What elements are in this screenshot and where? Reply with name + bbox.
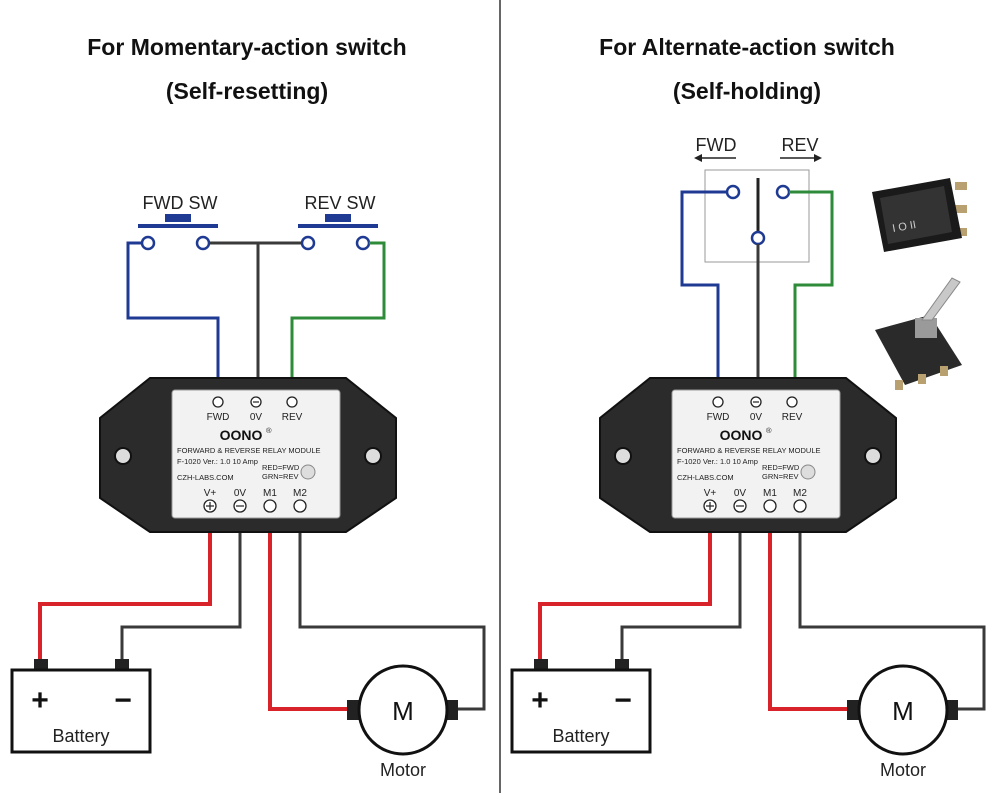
module-description: FORWARD & REVERSE RELAY MODULE <box>677 446 821 455</box>
fwd-switch-label: FWD SW <box>143 193 218 213</box>
battery: + − Battery <box>510 659 652 754</box>
rev-switch-label: REV SW <box>304 193 375 213</box>
fwd-wire <box>680 190 727 385</box>
led-legend: RED=FWD <box>262 463 300 472</box>
mount-hole <box>114 447 132 465</box>
terminal-m2 <box>793 499 807 513</box>
rev-wire <box>290 241 386 385</box>
panel-title-line2: (Self-resetting) <box>166 78 328 104</box>
motor: M Motor <box>347 664 458 780</box>
toggle-switch-icon <box>875 277 962 390</box>
motor-m1-wire <box>768 525 850 711</box>
fwd-direction-label: FWD <box>696 135 737 155</box>
terminal-label: FWD <box>207 412 230 423</box>
rev-pushbutton-icon <box>298 214 378 251</box>
label-plate <box>171 389 341 519</box>
spdt-contact-fwd <box>725 184 741 200</box>
svg-text:®: ® <box>266 426 272 435</box>
spdt-contact-common <box>750 230 766 246</box>
terminal-rev <box>286 396 298 408</box>
motor-m1-wire <box>268 525 350 711</box>
fwd-wire <box>126 241 220 385</box>
terminal-label: 0V <box>734 488 747 499</box>
relay-module: FWD 0V REV OONO ® FORWARD & REVERSE RELA… <box>99 377 397 533</box>
status-led <box>300 464 316 480</box>
svg-text:®: ® <box>766 426 772 435</box>
module-description: FORWARD & REVERSE RELAY MODULE <box>177 446 321 455</box>
terminal-label: V+ <box>704 488 717 499</box>
terminal-label: M2 <box>293 488 307 499</box>
battery-negative-wire <box>120 525 242 664</box>
terminal-label: 0V <box>234 488 247 499</box>
mount-hole <box>614 447 632 465</box>
panel-title-line2: (Self-holding) <box>673 78 821 104</box>
terminal-m1 <box>263 499 277 513</box>
terminal-label: REV <box>782 412 803 423</box>
terminal-m2 <box>293 499 307 513</box>
terminal-rev <box>786 396 798 408</box>
battery-plus: + <box>531 684 549 717</box>
panel-alternate: For Alternate-action switch (Self-holdin… <box>510 34 986 780</box>
rev-direction-label: REV <box>781 135 818 155</box>
terminal-label: V+ <box>204 488 217 499</box>
motor-symbol: M <box>892 696 914 726</box>
mount-hole <box>864 447 882 465</box>
rocker-switch-icon: I O II <box>872 178 967 252</box>
motor-label: Motor <box>880 760 926 780</box>
battery-negative-wire <box>620 525 742 664</box>
terminal-fwd <box>212 396 224 408</box>
battery-label: Battery <box>52 726 109 746</box>
spdt-contact-rev <box>775 184 791 200</box>
terminal-label: M2 <box>793 488 807 499</box>
rev-wire <box>789 190 834 385</box>
module-model: F-1020 Ver.: 1.0 10 Amp <box>677 457 758 466</box>
battery-positive-wire <box>538 525 712 664</box>
module-website: CZH-LABS.COM <box>677 473 734 482</box>
motor-m2-wire <box>798 525 986 711</box>
led-legend: RED=FWD <box>762 463 800 472</box>
battery-plus: + <box>31 684 49 717</box>
led-legend: GRN=REV <box>762 472 798 481</box>
battery-positive-wire <box>38 525 212 664</box>
terminal-label: REV <box>282 412 303 423</box>
terminal-label: M1 <box>263 488 277 499</box>
motor-symbol: M <box>392 696 414 726</box>
motor-label: Motor <box>380 760 426 780</box>
module-website: CZH-LABS.COM <box>177 473 234 482</box>
status-led <box>800 464 816 480</box>
fwd-pushbutton-icon <box>138 214 218 251</box>
brand-name: OONO <box>220 427 263 443</box>
battery: + − Battery <box>10 659 152 754</box>
motor-m2-wire <box>298 525 486 711</box>
terminal-fwd <box>712 396 724 408</box>
motor: M Motor <box>847 664 958 780</box>
svg-text:I O II: I O II <box>891 219 917 235</box>
battery-minus: − <box>114 684 132 717</box>
terminal-label: M1 <box>763 488 777 499</box>
battery-label: Battery <box>552 726 609 746</box>
terminal-label: 0V <box>250 412 263 423</box>
relay-module: FWD 0V REV OONO ® FORWARD & REVERSE RELA… <box>599 377 897 533</box>
label-plate <box>671 389 841 519</box>
terminal-m1 <box>763 499 777 513</box>
mount-hole <box>364 447 382 465</box>
terminal-label: 0V <box>750 412 763 423</box>
battery-minus: − <box>614 684 632 717</box>
brand-name: OONO <box>720 427 763 443</box>
terminal-label: FWD <box>707 412 730 423</box>
panel-momentary: For Momentary-action switch (Self-resett… <box>10 34 486 780</box>
module-model: F-1020 Ver.: 1.0 10 Amp <box>177 457 258 466</box>
panel-title-line1: For Momentary-action switch <box>87 34 406 60</box>
led-legend: GRN=REV <box>262 472 298 481</box>
panel-title-line1: For Alternate-action switch <box>599 34 895 60</box>
